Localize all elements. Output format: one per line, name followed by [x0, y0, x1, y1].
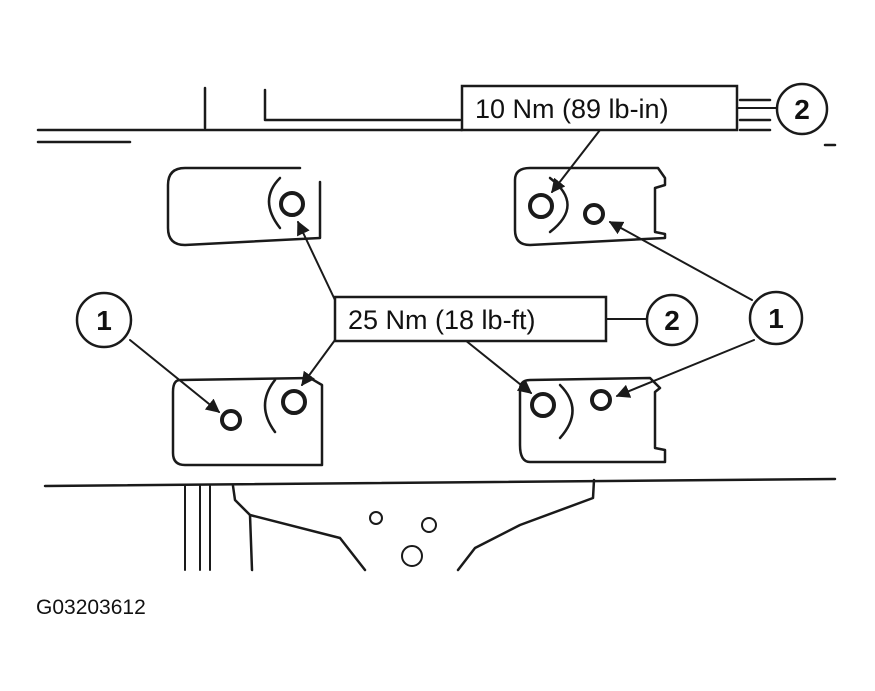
bolt-upper-left [279, 191, 305, 217]
item-number-top-right: 2 [794, 94, 810, 125]
bolt-lower-left-large [281, 389, 307, 415]
top-torque-callout: 10 Nm (89 lb-in) [460, 84, 739, 132]
item-number-mid-right: 2 [664, 305, 680, 336]
top-torque-label: 10 Nm (89 lb-in) [475, 94, 669, 124]
item-circle-top-right: 2 [775, 82, 829, 136]
figure-id: G03203612 [36, 596, 146, 619]
mid-torque-label: 25 Nm (18 lb-ft) [348, 305, 536, 335]
bolt-lower-left-small [220, 409, 242, 431]
mid-torque-callout: 25 Nm (18 lb-ft) [333, 295, 608, 343]
leader-lines [129, 107, 779, 413]
bolt-upper-right-large [528, 193, 554, 219]
bracket-lower-right [518, 376, 667, 464]
lower-frame-rail [43, 477, 837, 572]
bracket-lower-left [171, 376, 324, 467]
item-circle-mid-right: 2 [645, 293, 699, 347]
item-circle-left: 1 [75, 291, 133, 349]
item-number-left: 1 [96, 305, 112, 336]
item-number-right: 1 [768, 303, 784, 334]
item-circle-right: 1 [748, 290, 804, 346]
bracket-upper-left [166, 166, 322, 247]
bolt-lower-right-large [530, 392, 556, 418]
bolt-lower-right-small [590, 389, 612, 411]
upper-frame-rail [36, 86, 837, 147]
bracket-upper-right [513, 166, 667, 247]
bolt-upper-right-small [583, 203, 605, 225]
